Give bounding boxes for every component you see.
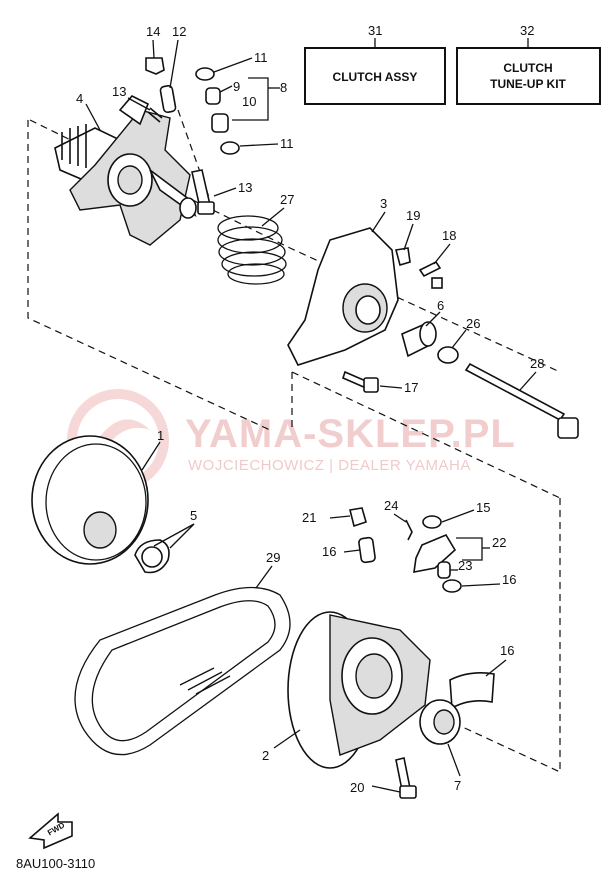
part-24-weight	[413, 533, 457, 573]
label-22: 20	[350, 780, 364, 795]
label-17: 16	[322, 544, 336, 559]
label-18: 16	[500, 643, 514, 658]
part-4-spider	[54, 95, 197, 246]
label-24: 22	[492, 535, 506, 550]
part-17-pin	[358, 536, 376, 564]
watermark-subtitle: WOJCIECHOWICZ | DEALER YAMAHA	[188, 457, 471, 474]
part-26-bolt	[405, 519, 413, 541]
label-25: 23	[458, 558, 472, 573]
part-9-roller	[205, 87, 221, 105]
label-10: 10	[242, 94, 256, 109]
box-clutch-assy: 31 CLUTCH ASSY	[304, 23, 446, 105]
label-4: 4	[76, 91, 83, 106]
part-23-nut	[349, 507, 367, 528]
label-9: 9	[233, 79, 240, 94]
label-7: 7	[454, 778, 461, 793]
part-30-drive-belt	[74, 586, 291, 756]
label-23: 21	[302, 510, 316, 525]
box-31-number: 31	[368, 23, 382, 38]
part-10-roller	[211, 113, 229, 133]
label-16-top: 15	[476, 500, 490, 515]
part-1-fixed-sheave	[31, 435, 149, 565]
part-16-washer-top	[422, 515, 442, 529]
callouts: 14 12 13 4 11 9 8 10 11 13 27 3 19 18 6 …	[76, 24, 544, 795]
label-5: 5	[190, 508, 197, 523]
part-12-pin	[159, 84, 177, 114]
part-11-washer-top	[195, 67, 215, 81]
part-27-spring	[217, 215, 287, 285]
label-8: 8	[280, 80, 287, 95]
label-12: 12	[172, 24, 186, 39]
part-2-movable-sheave	[287, 611, 431, 769]
watermark-title: YAMA-SKLEP.PL	[185, 412, 516, 456]
label-11-bottom: 11	[280, 136, 294, 151]
label-14: 13	[238, 180, 252, 195]
label-13: 13	[112, 84, 126, 99]
part-19-bolt	[342, 370, 379, 393]
part-6-bushing	[401, 321, 437, 358]
label-21: 19	[406, 208, 420, 223]
part-29-bushing	[437, 346, 459, 364]
label-3: 3	[380, 196, 387, 211]
label-29: 26	[466, 316, 480, 331]
part-15-nut	[145, 57, 165, 75]
box-clutch-tune-up-kit: 32 CLUTCH TUNE-UP KIT	[456, 23, 601, 105]
part-25-roller	[437, 561, 451, 579]
part-18-slider	[449, 672, 495, 710]
box-32-label-line1: CLUTCH	[503, 61, 552, 75]
part-11-washer-bottom	[220, 141, 240, 155]
part-16-washer-bottom	[442, 579, 462, 593]
part-14-bolt	[191, 169, 215, 215]
fwd-arrow-icon: FWD	[28, 812, 73, 850]
label-26: 24	[384, 498, 398, 513]
part-7-bushing	[419, 699, 461, 745]
label-20: 18	[442, 228, 456, 243]
label-16-bottom: 16	[502, 572, 516, 587]
part-3-cover	[287, 227, 399, 366]
label-27: 27	[280, 192, 294, 207]
part-20-bolt	[418, 260, 443, 289]
label-2: 2	[262, 748, 269, 763]
box-32-label-line2: TUNE-UP KIT	[490, 77, 566, 91]
label-19: 17	[404, 380, 418, 395]
label-1: 1	[157, 428, 164, 443]
part-21-nut	[395, 247, 411, 267]
part-13-bolt	[147, 107, 163, 123]
diagram-code: 8AU100-3110	[16, 856, 95, 871]
label-6: 6	[437, 298, 444, 313]
label-11-top: 11	[254, 50, 268, 65]
watermark: YAMA-SKLEP.PL WOJCIECHOWICZ | DEALER YAM…	[67, 389, 516, 491]
box-32-number: 32	[520, 23, 534, 38]
box-31-label: CLUTCH ASSY	[333, 70, 418, 84]
label-28: 28	[530, 356, 544, 371]
label-30: 29	[266, 550, 280, 565]
part-22-bolt	[395, 757, 417, 799]
label-15: 14	[146, 24, 160, 39]
part-5-bushing	[134, 539, 170, 574]
part-28-long-bolt	[464, 362, 579, 439]
